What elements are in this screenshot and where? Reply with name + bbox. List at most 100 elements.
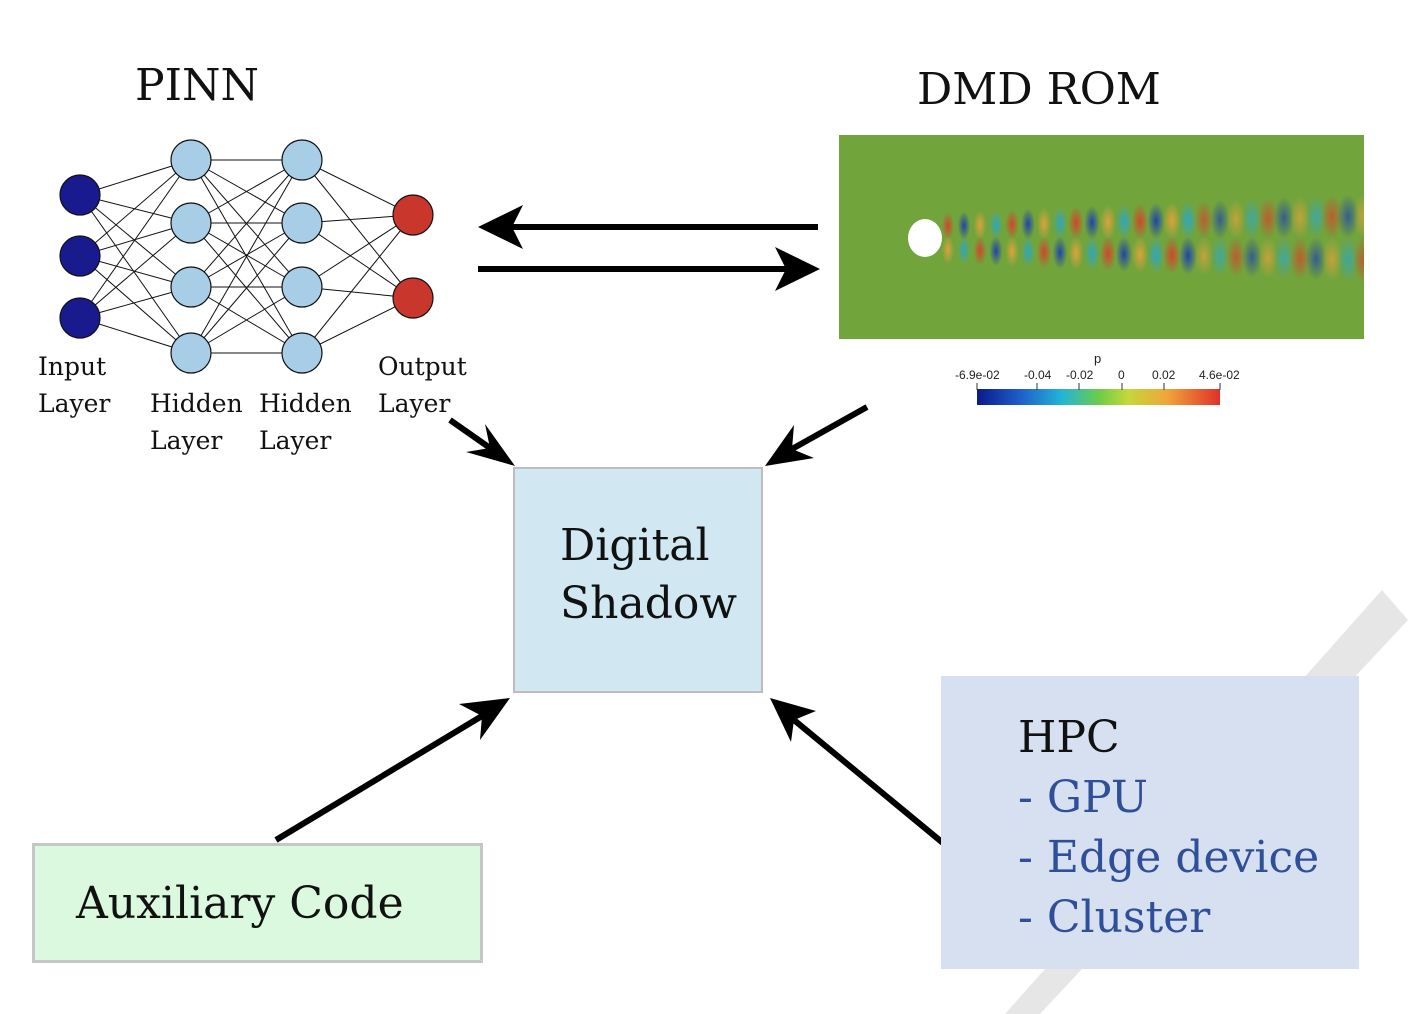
wake-vortex [1084, 236, 1100, 271]
wake-vortex [1194, 200, 1214, 240]
nn-edge [79, 159, 192, 319]
hpc-item-edge-device: - Edge device [1018, 832, 1320, 883]
hpc-box [941, 676, 1359, 969]
wake-vortex [1131, 203, 1149, 240]
nn-edge [190, 222, 303, 354]
wake-vortex [1305, 195, 1327, 240]
wake-vortex [1052, 206, 1068, 240]
colorbar-gradient [977, 389, 1220, 405]
wake-vortex [1115, 236, 1133, 272]
nn-edge [79, 159, 192, 257]
hpc-item-cluster: - Cluster [1018, 892, 1211, 943]
nn-edge [190, 159, 303, 354]
hpc-item-gpu: - GPU [1018, 772, 1148, 823]
wake-vortex [1036, 236, 1052, 269]
nn-edge [301, 159, 414, 216]
wake-vortex [942, 212, 954, 240]
nn-edge [79, 255, 192, 354]
wake-vortex [1100, 204, 1116, 240]
wake-vortex [1274, 236, 1294, 280]
colorbar-tick: -6.9e-02 [955, 368, 1000, 382]
arrow-hpc-to-shadow [792, 717, 945, 846]
wake-vortex [1242, 236, 1262, 278]
wake-vortex [1084, 205, 1100, 240]
wake-vortex [957, 211, 971, 240]
hidden-node [281, 266, 323, 308]
hpc-title: HPC [1018, 712, 1120, 763]
wake-vortex [1258, 197, 1278, 240]
wake-vortex [1353, 193, 1364, 240]
wake-vortex [1068, 236, 1084, 270]
hidden-node [170, 332, 212, 374]
wake-vortex [1100, 236, 1116, 272]
hpc-content: HPC - GPU - Edge device - Cluster [1018, 708, 1319, 948]
arrows [274, 205, 945, 846]
hidden-node [170, 266, 212, 308]
wake-vortex [1068, 206, 1084, 240]
arrow-pinn-to-shadow [448, 417, 492, 451]
arrow-dmd-to-shadow [790, 404, 869, 452]
nn-edge [190, 222, 303, 288]
wake-vortex [1210, 236, 1230, 277]
wake-vortex [973, 236, 987, 266]
wake-vortex [1305, 236, 1327, 281]
wake-vortex [1321, 194, 1343, 240]
wake-vortex [1226, 236, 1246, 278]
input-node [59, 235, 101, 277]
hidden-node [170, 202, 212, 244]
wake-vortex [1321, 236, 1343, 282]
wake-vortex [989, 236, 1003, 267]
hidden-node [281, 139, 323, 181]
nn-connections [79, 159, 414, 354]
input-node [59, 174, 101, 216]
wake-vortex [1147, 202, 1165, 240]
input-node [59, 297, 101, 339]
nn-nodes [59, 139, 434, 374]
colorbar-variable-label: p [1094, 351, 1102, 366]
input-layer-label: Input Layer [38, 352, 111, 418]
wake-vortex [1021, 236, 1035, 268]
dmd-title: DMD ROM [917, 64, 1161, 115]
colorbar [976, 383, 1221, 405]
nn-edge [190, 159, 303, 224]
nn-edge [190, 286, 303, 354]
output-node [392, 277, 434, 319]
arrow-aux-to-shadow [274, 713, 484, 843]
colorbar-tick: -0.02 [1066, 368, 1094, 382]
wake-vortex [1005, 236, 1019, 267]
nn-edge [79, 194, 192, 288]
wake-vortex [973, 210, 987, 240]
digital-shadow-box [513, 467, 763, 693]
wake-vortex [1210, 199, 1230, 240]
colorbar-tick: 0.02 [1152, 368, 1176, 382]
wake-vortex [1289, 236, 1311, 280]
wake-vortex [1163, 236, 1181, 275]
pinn-title: PINN [135, 60, 259, 111]
wake-vortex [1115, 204, 1133, 240]
hidden-layer-2-label: Hidden Layer [259, 389, 352, 455]
wake-vortex [1036, 207, 1052, 240]
hidden-node [281, 202, 323, 244]
digital-shadow-label: Digital Shadow [560, 520, 738, 629]
nn-edge [301, 214, 414, 288]
wake-vortex [1337, 193, 1359, 240]
hidden-node [281, 332, 323, 374]
wake-vortex [1242, 198, 1262, 240]
wake-vortex [1163, 201, 1181, 240]
nn-edge [301, 214, 414, 354]
wake-vortex [1353, 236, 1364, 283]
dmd-flow-field [839, 135, 1364, 339]
wake-vortex [1179, 236, 1197, 275]
wake-vortex [1194, 236, 1214, 276]
wake-vortex [1131, 236, 1149, 273]
wake-vortex [1179, 201, 1197, 240]
auxiliary-code-label: Auxiliary Code [76, 878, 404, 929]
hidden-layer-1-label: Hidden Layer [150, 389, 243, 455]
wake-vortex [1274, 196, 1294, 240]
colorbar-tick: 0 [1118, 368, 1125, 382]
colorbar-tick: -0.04 [1024, 368, 1052, 382]
colorbar-tick: 4.6e-02 [1199, 368, 1240, 382]
wake-vortex [1052, 236, 1068, 270]
cylinder-obstacle [908, 219, 942, 257]
wake-vortex [1021, 208, 1035, 240]
